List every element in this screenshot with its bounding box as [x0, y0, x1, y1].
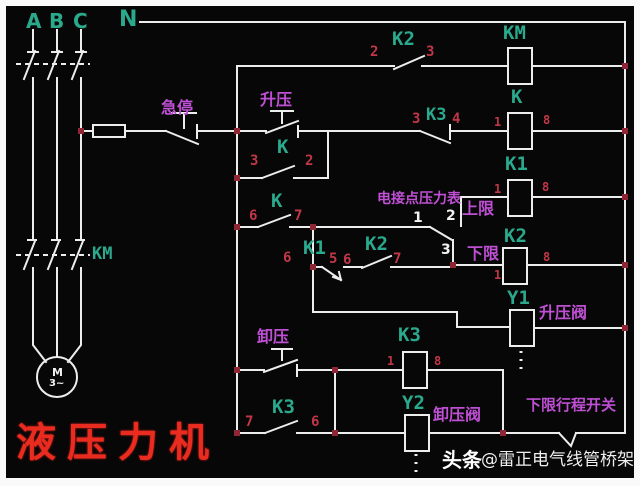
rung-k-coil — [418, 112, 626, 150]
boost-button-symbol — [236, 110, 421, 138]
k3-nc-terminal-r: 4 — [452, 111, 461, 127]
phase-c-label: C — [73, 9, 88, 33]
y1-coil-label: Y1 — [507, 287, 530, 309]
neutral-label: N — [119, 7, 138, 32]
k3-row-terminal-l: 7 — [245, 414, 254, 430]
isolator-switch-levers — [16, 49, 90, 81]
k1-row-terminal-l: 6 — [283, 250, 292, 266]
phase-b-label: B — [49, 9, 65, 33]
fuse-symbol — [80, 124, 167, 138]
rung-gauge — [236, 196, 509, 266]
boost-button-label: 升压 — [260, 90, 293, 109]
junction-dots — [78, 63, 628, 436]
three-phase-lines — [27, 29, 87, 364]
boost-valve-label: 升压阀 — [539, 303, 588, 322]
k-master-terminal-r: 7 — [294, 208, 303, 224]
gauge-terminal-common: 1 — [413, 210, 423, 226]
k2-coil-label: K2 — [504, 225, 527, 247]
rung-y1-valve — [312, 309, 626, 369]
upper-limit-label: 上限 — [462, 199, 495, 218]
k3-nc-contact-label: K3 — [426, 105, 447, 125]
emergency-stop-button-symbol — [164, 112, 238, 146]
k-coil-terminal-r: 8 — [543, 113, 551, 127]
k2-row-contact-label: K2 — [365, 233, 388, 255]
k-master-contact-label: K — [271, 190, 283, 212]
k2-top-terminal-l: 2 — [370, 44, 379, 60]
k1-row-contact-label: K1 — [303, 237, 326, 259]
k1-coil-label: K1 — [505, 153, 528, 175]
phase-a-label: A — [26, 9, 42, 33]
k2-row-terminal-r: 7 — [393, 251, 402, 267]
k-hold-terminal-l: 3 — [250, 153, 259, 169]
k2-coil-terminal-l: 1 — [494, 268, 502, 282]
relief-button-label: 卸压 — [257, 327, 290, 346]
k3-nc-terminal-l: 3 — [412, 111, 421, 127]
relief-valve-label: 卸压阀 — [433, 405, 482, 424]
gauge-terminal-down: 3 — [441, 242, 451, 258]
rung-k3-coil — [334, 351, 504, 434]
travel-switch-symbol — [557, 431, 626, 448]
watermark-badge: 头条 — [442, 448, 482, 472]
k2-top-terminal-r: 3 — [426, 44, 435, 60]
k-selfhold-contact — [236, 130, 329, 180]
km-main-contact-levers — [16, 239, 90, 271]
emergency-stop-label: 急停 — [161, 98, 194, 117]
k1-row-terminal-r: 5 — [329, 251, 338, 267]
rung-k2-coil — [452, 247, 626, 285]
km-coil-label: KM — [503, 22, 526, 44]
k-master-terminal-l: 6 — [249, 208, 258, 224]
k2-coil-terminal-r: 8 — [543, 250, 551, 264]
pressure-gauge-label: 电接点压力表 — [377, 191, 461, 207]
k-coil-label: K — [511, 86, 523, 108]
gauge-terminal-up: 2 — [446, 208, 456, 224]
k1-coil-terminal-r: 8 — [542, 180, 550, 194]
k-hold-contact-label: K — [277, 136, 289, 158]
k3-row-terminal-r: 6 — [311, 414, 320, 430]
k-hold-terminal-r: 2 — [305, 153, 314, 169]
neutral-line-and-right-bus — [139, 21, 626, 434]
lower-limit-label: 下限 — [467, 244, 500, 263]
watermark-name: @雷正电气线管桥架 — [481, 450, 634, 470]
k1-coil-terminal-l: 1 — [494, 182, 502, 196]
km-main-contact-label: KM — [92, 244, 113, 264]
motor-symbol — [36, 356, 78, 398]
k3-coil-terminal-l: 1 — [387, 354, 395, 368]
relief-button-symbol — [236, 348, 404, 377]
k3-row-contact-label: K3 — [272, 396, 295, 418]
drawing-title: 液压力机 — [16, 420, 220, 466]
k3-coil-terminal-r: 8 — [434, 354, 442, 368]
rung-k1-coil — [507, 179, 626, 217]
motor-m-label: M — [52, 366, 63, 379]
y2-coil-label: Y2 — [402, 392, 425, 414]
motor-phase-label: 3~ — [49, 378, 65, 389]
k3-coil-label: K3 — [398, 324, 421, 346]
k2-top-contact-label: K2 — [392, 28, 415, 50]
k-coil-terminal-l: 1 — [494, 115, 502, 129]
rung-y2-valve — [236, 414, 560, 472]
rung-km — [236, 47, 626, 85]
k2-row-terminal-l: 6 — [343, 252, 352, 268]
travel-switch-label: 下限行程开关 — [526, 396, 617, 414]
